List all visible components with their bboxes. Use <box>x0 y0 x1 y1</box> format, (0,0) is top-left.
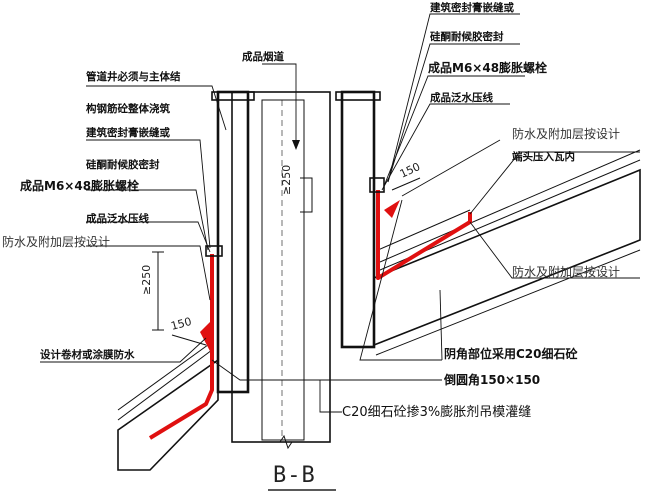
label-left-flashing: 成品泛水压线 <box>86 212 149 225</box>
flue-duct <box>231 91 331 450</box>
label-corner-1: 阴角部位采用C20细石砼 <box>444 346 579 361</box>
dimensions: ≥250 ≥250 150 150 <box>140 160 423 346</box>
label-right-tile-end: 端头压入瓦内 <box>512 150 575 163</box>
right-wall <box>335 90 381 349</box>
label-top-sealant-2: 硅酮耐候胶密封 <box>430 30 504 43</box>
label-left-waterproof: 防水及附加层按设计 <box>2 234 110 249</box>
dim-slope-right: 150 <box>398 160 423 181</box>
left-wall <box>211 90 255 394</box>
label-top-sealant-1: 建筑密封膏嵌缝或 <box>429 1 514 14</box>
label-left-sealant-1: 建筑密封膏嵌缝或 <box>85 126 170 139</box>
leader-lines <box>40 13 640 413</box>
label-left-shaft-2: 构钢筋砼整体浇筑 <box>86 102 170 115</box>
label-left-membrane: 设计卷材或涂膜防水 <box>40 348 135 361</box>
labels: 成品烟道 建筑密封膏嵌缝或 硅酮耐候胶密封 成品M6×48膨胀螺栓 成品泛水压线… <box>2 1 620 420</box>
label-corner-2: 倒圆角150×150 <box>443 372 540 387</box>
label-right-waterproof-2: 防水及附加层按设计 <box>512 264 620 279</box>
label-right-waterproof: 防水及附加层按设计 <box>512 126 620 141</box>
label-left-bolt: 成品M6×48膨胀螺栓 <box>20 178 139 193</box>
left-roof-slab <box>117 341 219 471</box>
label-bottom-concrete: C20细石砼掺3%膨胀剂吊模灌缝 <box>342 404 531 420</box>
label-flue: 成品烟道 <box>242 50 284 63</box>
waterproof-layers <box>148 190 472 440</box>
right-roof-slab <box>373 149 641 356</box>
label-top-flashing: 成品泛水压线 <box>430 91 493 104</box>
dim-upright-left: ≥250 <box>140 265 153 295</box>
dim-slope-left: 150 <box>169 315 193 333</box>
label-left-sealant-2: 硅酮耐候胶密封 <box>86 158 160 171</box>
dim-upright-center: ≥250 <box>280 165 293 195</box>
section-title: B-B <box>273 463 316 488</box>
label-top-bolt: 成品M6×48膨胀螺栓 <box>428 60 547 75</box>
label-left-shaft-1: 管道井必须与主体结 <box>86 70 181 83</box>
section-title-group: B-B <box>268 463 336 491</box>
